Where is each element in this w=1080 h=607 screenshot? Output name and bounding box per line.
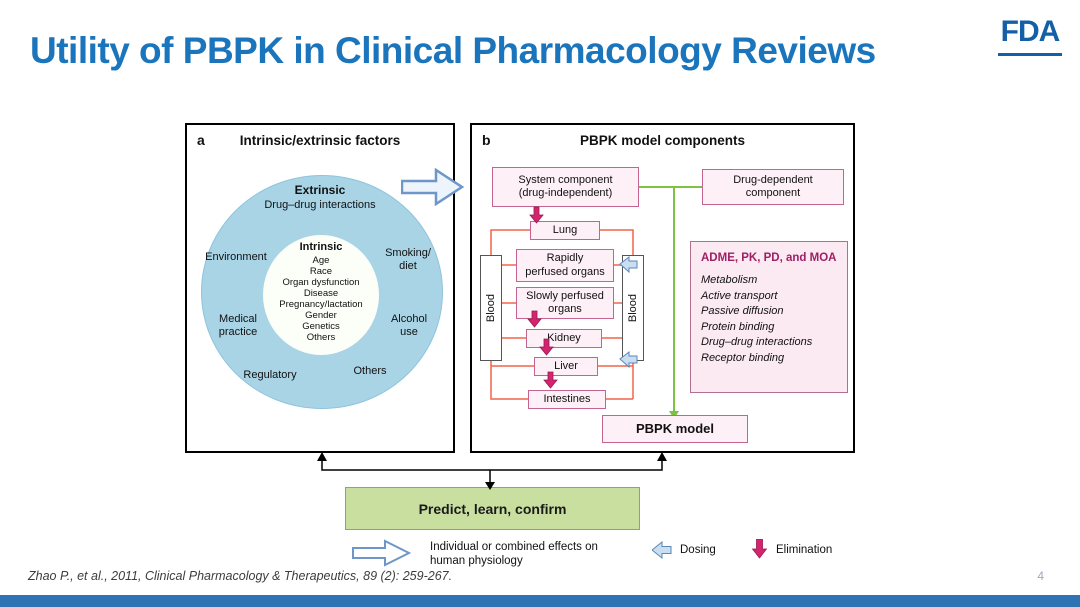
intrinsic-item: Race [309, 266, 333, 277]
dosing-legend-label: Dosing [680, 544, 716, 556]
effects-arrow-icon [352, 539, 412, 567]
adme-item: Active transport [701, 289, 778, 302]
elimination-legend-label: Elimination [776, 544, 833, 556]
intrinsic-item: Others [306, 332, 336, 343]
organ-box-rapidly-perfused: Rapidly perfused organs [516, 249, 614, 282]
page-title: Utility of PBPK in Clinical Pharmacology… [30, 30, 876, 71]
dosing-legend-icon [652, 541, 672, 559]
drug-dependent-component-box: Drug-dependent component [702, 169, 844, 205]
intrinsic-item: Pregnancy/lactation [279, 299, 363, 310]
adme-item: Receptor binding [701, 351, 785, 364]
intrinsic-item: Age [312, 255, 330, 266]
blood-label-left: Blood [485, 293, 497, 323]
organ-box-kidney: Kidney [526, 329, 602, 348]
blood-box-left: Blood [480, 255, 502, 361]
adme-title: ADME, PK, PD, and MOA [701, 252, 837, 264]
factor-medical-practice: Medical practice [218, 313, 258, 339]
intrinsic-item: Organ dysfunction [282, 277, 360, 288]
panel-a-title: Intrinsic/extrinsic factors [239, 133, 401, 148]
slide-footer-bar [0, 595, 1080, 607]
adme-item: Protein binding [701, 320, 775, 333]
pbpk-model-box: PBPK model [602, 415, 748, 443]
factor-smoking-diet: Smoking/ diet [385, 247, 431, 273]
blood-label-right: Blood [627, 293, 639, 323]
intrinsic-circle: Intrinsic Age Race Organ dysfunction Dis… [263, 235, 379, 355]
predict-learn-confirm-box: Predict, learn, confirm [345, 487, 640, 530]
panel-b-title: PBPK model components [579, 133, 746, 148]
panel-intrinsic-extrinsic: a Intrinsic/extrinsic factors Extrinsic … [185, 123, 455, 453]
drug-drug-interactions-label: Drug–drug interactions [264, 199, 376, 211]
panel-b-label: b [482, 132, 491, 148]
organ-box-liver: Liver [534, 357, 598, 376]
fda-logo: FDA [998, 10, 1062, 56]
organ-box-intestines: Intestines [528, 390, 606, 409]
factor-environment: Environment [205, 251, 267, 263]
page-number: 4 [1037, 569, 1044, 583]
panel-a-to-b-arrow-icon [401, 168, 465, 206]
panel-pbpk-components: b PBPK model components [470, 123, 855, 453]
adme-item: Drug–drug interactions [701, 336, 813, 348]
blood-box-right: Blood [622, 255, 644, 361]
panel-a-label: a [197, 132, 205, 148]
factor-others: Others [353, 365, 387, 377]
adme-item: Metabolism [701, 274, 758, 286]
intrinsic-heading: Intrinsic [299, 241, 343, 253]
factor-alcohol-use: Alcohol use [390, 313, 428, 339]
elimination-legend-icon [752, 539, 767, 559]
extrinsic-heading: Extrinsic [294, 183, 346, 197]
citation: Zhao P., et al., 2011, Clinical Pharmaco… [28, 569, 453, 583]
organ-box-slowly-perfused: Slowly perfused organs [516, 287, 614, 319]
factor-regulatory: Regulatory [243, 369, 297, 381]
organ-box-lung: Lung [530, 221, 600, 240]
adme-item: Passive diffusion [701, 305, 784, 317]
intrinsic-item: Gender [305, 310, 337, 321]
system-component-box: System component (drug-independent) [492, 167, 639, 207]
intrinsic-item: Disease [303, 288, 339, 299]
effects-caption: Individual or combined effects on human … [430, 541, 598, 568]
adme-box: ADME, PK, PD, and MOA Metabolism Active … [690, 241, 848, 393]
intrinsic-item: Genetics [302, 321, 340, 332]
